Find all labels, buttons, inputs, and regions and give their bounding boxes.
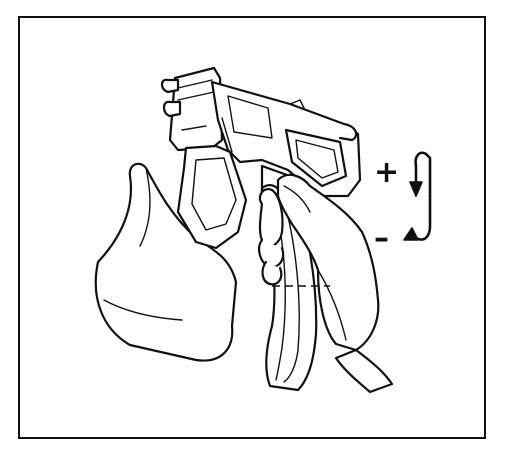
minus-symbol: – <box>374 221 389 256</box>
figure-frame <box>18 16 486 439</box>
plus-symbol: + <box>374 155 399 190</box>
right-hand-icon <box>258 173 394 394</box>
rotation-arrows-icon <box>403 151 432 241</box>
device-body <box>160 66 362 392</box>
